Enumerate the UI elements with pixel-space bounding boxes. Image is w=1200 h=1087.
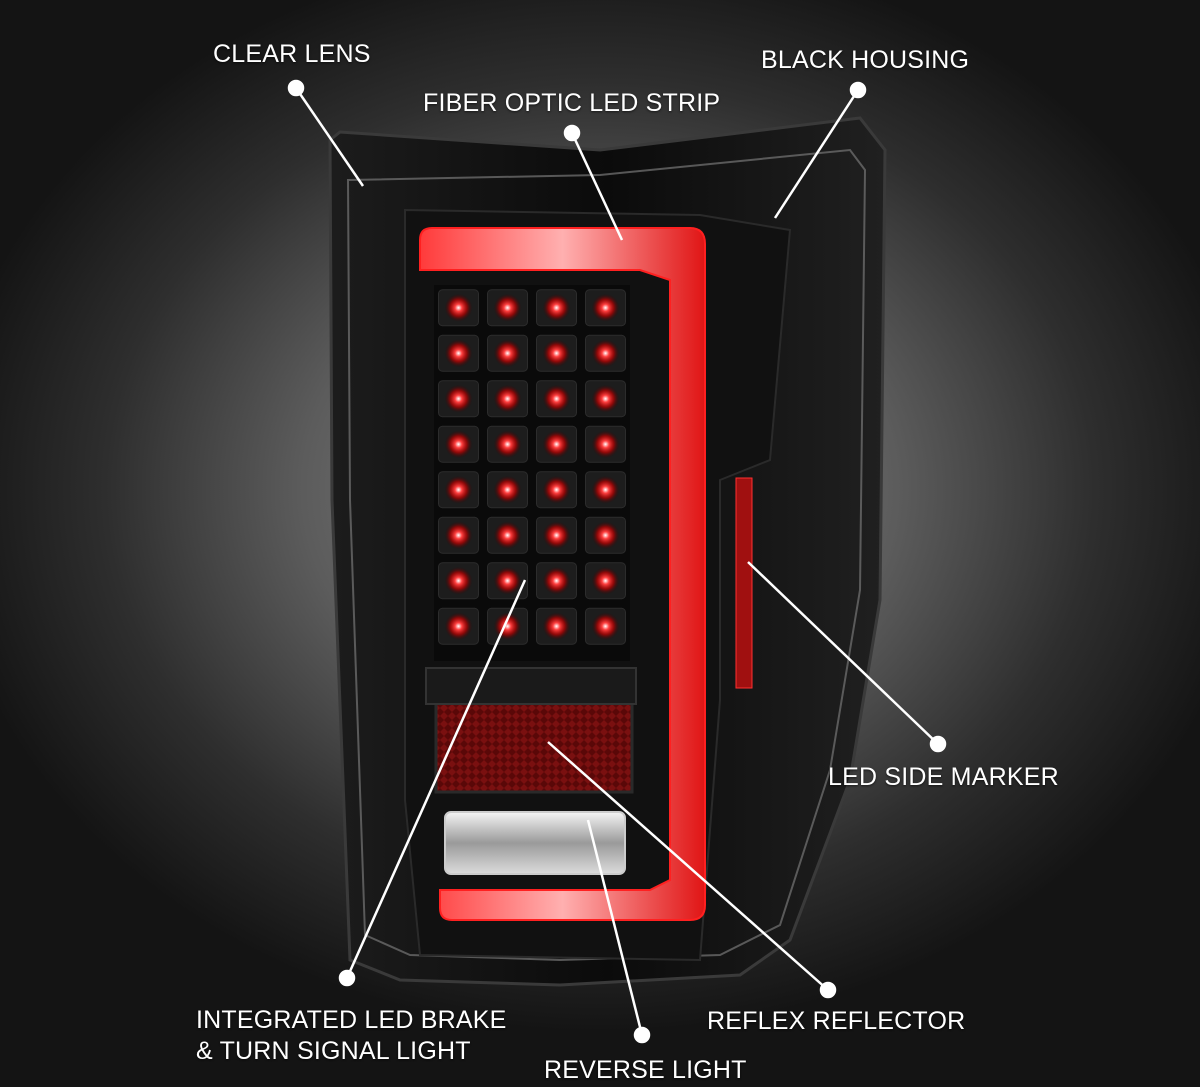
- led-bulb: [493, 293, 522, 322]
- callout-line-housing: [773, 89, 860, 219]
- led-bulb: [591, 475, 620, 504]
- callout-line-reverse: [586, 819, 644, 1036]
- callout-dot-reflex: [819, 981, 837, 999]
- led-bulb: [493, 430, 522, 459]
- led-bulb: [542, 521, 571, 550]
- callout-line-fiber: [570, 132, 624, 241]
- led-side-marker-lens: [735, 477, 753, 689]
- led-bulb: [493, 339, 522, 368]
- callout-dot-housing: [849, 81, 867, 99]
- callout-dot-side-marker: [929, 735, 947, 753]
- led-bulb: [444, 475, 473, 504]
- led-bulb: [591, 430, 620, 459]
- led-bulb: [542, 384, 571, 413]
- fiber-optic-strip: [419, 227, 706, 921]
- led-bulb: [542, 612, 571, 641]
- led-bulb: [493, 566, 522, 595]
- led-bulb: [444, 339, 473, 368]
- callout-line-clear-lens: [294, 87, 365, 187]
- led-bulb: [591, 612, 620, 641]
- callout-brake-turn-line2: & TURN SIGNAL LIGHT: [196, 1037, 471, 1065]
- reflex-reflector-panel: [434, 698, 634, 794]
- reverse-light-lens: [444, 811, 626, 875]
- led-bulb: [542, 293, 571, 322]
- led-bulb: [444, 566, 473, 595]
- led-bulb: [493, 384, 522, 413]
- led-bulb: [591, 339, 620, 368]
- led-bulb: [542, 566, 571, 595]
- led-bulb: [444, 430, 473, 459]
- callout-fiber-optic-led-strip: FIBER OPTIC LED STRIP: [423, 89, 721, 117]
- led-bulb: [542, 339, 571, 368]
- callout-reverse-light: REVERSE LIGHT: [544, 1056, 747, 1084]
- led-bulb: [591, 293, 620, 322]
- led-bulb: [591, 384, 620, 413]
- callout-dot-reverse: [633, 1026, 651, 1044]
- led-bulb: [493, 521, 522, 550]
- callout-led-side-marker: LED SIDE MARKER: [828, 763, 1059, 791]
- reflex-reflector-cap: [425, 667, 637, 705]
- callout-dot-clear-lens: [287, 79, 305, 97]
- led-bulb: [591, 521, 620, 550]
- callout-brake-turn-line1: INTEGRATED LED BRAKE: [196, 1006, 507, 1034]
- callout-black-housing: BLACK HOUSING: [761, 46, 970, 74]
- led-bulb: [542, 475, 571, 504]
- callout-reflex-reflector: REFLEX REFLECTOR: [707, 1007, 966, 1035]
- callout-lines: [287, 79, 947, 1044]
- led-bulb: [493, 475, 522, 504]
- callout-line-reflex: [547, 741, 829, 991]
- led-bulb: [444, 293, 473, 322]
- callout-dot-brake: [338, 969, 356, 987]
- callout-dot-fiber: [563, 124, 581, 142]
- led-grid: [434, 285, 630, 661]
- led-bulb: [444, 521, 473, 550]
- led-bulb: [444, 612, 473, 641]
- led-bulb: [542, 430, 571, 459]
- led-bulb: [444, 384, 473, 413]
- led-bulb: [591, 566, 620, 595]
- callout-line-brake: [345, 579, 527, 979]
- callout-clear-lens: CLEAR LENS: [213, 40, 371, 68]
- callout-line-side-marker: [747, 561, 939, 745]
